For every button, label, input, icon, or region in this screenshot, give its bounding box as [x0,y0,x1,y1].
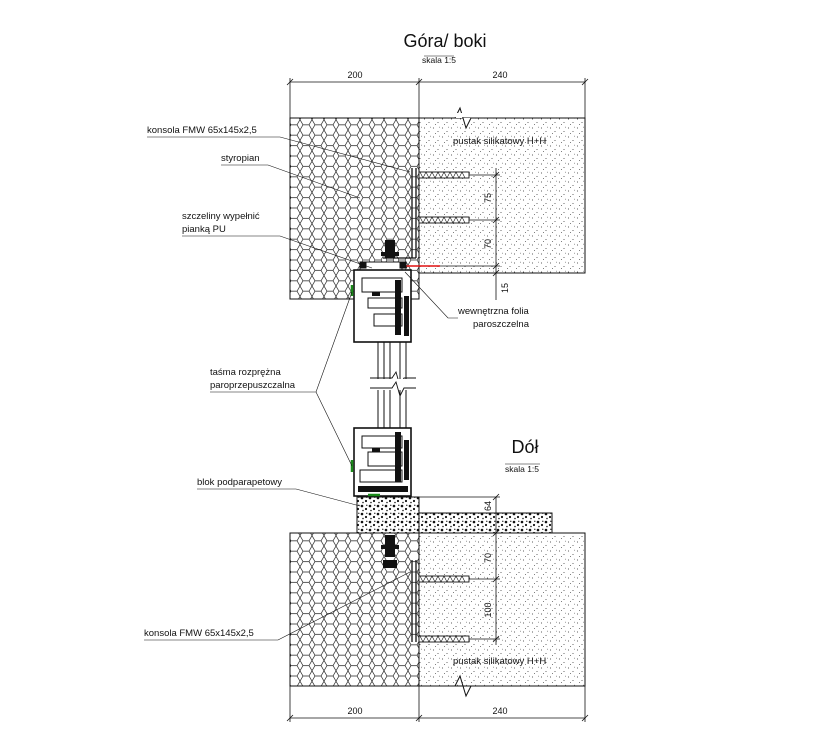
bottom-dim-100: 100 [483,602,493,617]
bottom-break-line [419,674,585,698]
top-anchor-1 [418,171,470,179]
concrete-sill [418,512,553,534]
upper-frame-profile [353,261,412,343]
bottom-insulation [289,532,420,687]
top-dim-70: 70 [483,239,493,249]
upper-glazing [377,342,407,383]
callout-styrofoam: styropian [221,153,260,164]
bottom-console-bracket [411,560,417,642]
top-width-dimension [286,78,589,125]
bottom-dim-70: 70 [483,553,493,563]
top-section-title: Góra/ boki [403,31,486,51]
top-dim-15: 15 [500,283,510,293]
callout-gap-fill-1: szczeliny wypełnić [182,211,260,222]
bottom-silicate-wall [418,532,586,687]
top-section-scale: skala 1:5 [422,55,456,65]
callout-inner-foil-2: paroszczelna [473,319,530,330]
top-frame-screw [381,240,399,258]
callout-gap-fill-2: pianką PU [182,224,226,235]
callout-console-bottom: konsola FMW 65x145x2,5 [144,628,254,639]
bottom-dim-64: 64 [483,501,493,511]
lower-glazing [377,390,407,428]
bottom-right-width-label: 240 [492,706,507,716]
bottom-width-dimension [286,686,589,722]
top-right-width-label: 240 [492,70,507,80]
top-anchor-2 [418,216,470,224]
top-left-width-label: 200 [347,70,362,80]
bottom-anchor-2 [418,635,470,643]
window-frame [350,261,416,497]
bottom-wall-label: pustak silikatowy H+H [453,656,546,667]
bottom-vertical-dimension [419,493,552,645]
top-silicate-wall [418,117,586,274]
top-wall-label: pustak silikatowy H+H [453,136,546,147]
top-section: 200 240 Góra/ boki skala 1:5 [286,31,589,300]
bottom-section-scale: skala 1:5 [505,464,539,474]
bottom-section: Dół skala 1:5 [286,437,589,722]
lower-frame-profile [353,427,412,497]
callout-sill-block: blok podparapetowy [197,477,282,488]
bottom-screw [381,535,399,568]
callouts: konsola FMW 65x145x2,5 styropian szczeli… [144,125,530,641]
callout-console-top: konsola FMW 65x145x2,5 [147,125,257,136]
bottom-section-title: Dół [511,437,538,457]
callout-inner-foil-1: wewnętrzna folia [457,306,529,317]
bottom-anchor-1 [418,575,470,583]
top-vertical-dimension [419,168,500,300]
sill-block [356,496,420,534]
bottom-left-width-label: 200 [347,706,362,716]
top-dim-75: 75 [483,193,493,203]
callout-tape-1: taśma rozprężna [210,367,281,378]
callout-tape-2: paroprzepuszczalna [210,380,296,391]
